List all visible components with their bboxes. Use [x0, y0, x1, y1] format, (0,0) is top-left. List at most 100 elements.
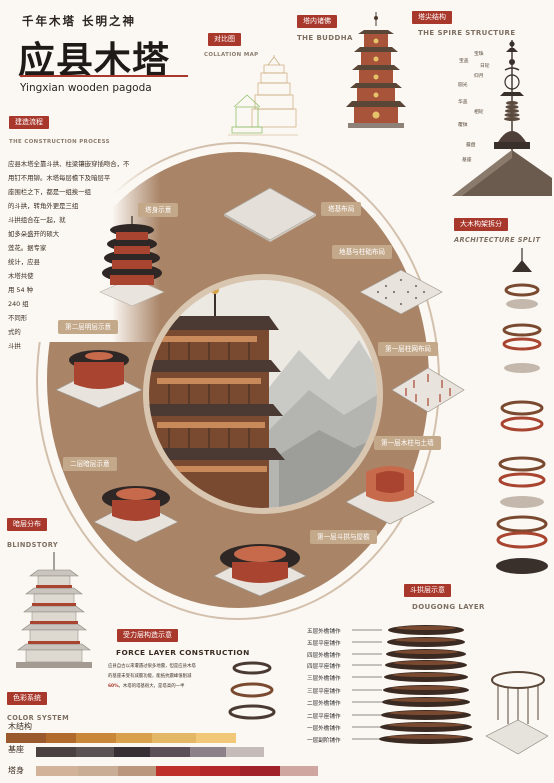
spire-label: 基座	[462, 158, 472, 163]
color-swatch	[116, 733, 152, 743]
force-text-1: 应县自古以来遭遇过很多地震，但是应县木塔	[108, 664, 196, 669]
model-second-light-layer	[55, 350, 143, 409]
process-line: 斗拱	[8, 342, 21, 350]
model-base-layout	[223, 187, 317, 242]
spire-label: 宝珠	[474, 52, 484, 57]
step-first-pillars-walls: 第一层木柱与土墙	[374, 436, 441, 450]
dougong-label: 五层平座铺作	[307, 641, 341, 647]
dougong-label: 三层平座铺作	[307, 689, 341, 695]
spire-label: 宝盖	[459, 59, 469, 64]
buddha-en: THE BUDDHA	[297, 34, 353, 42]
dougong-label: 四层外檐铺作	[307, 653, 341, 659]
process-line: 统计，应县	[8, 258, 40, 266]
color-swatch	[36, 766, 78, 776]
spire-tag: 塔尖结构	[412, 11, 452, 24]
spire-illustration	[452, 40, 552, 196]
process-line: 应县木塔全靠斗拱、柱梁镶嵌穿插吻合，不	[8, 160, 130, 168]
force-en: FORCE LAYER CONSTRUCTION	[116, 648, 250, 657]
color-row-label: 木结构	[8, 722, 32, 731]
color-swatch	[280, 766, 318, 776]
color-swatch	[76, 747, 114, 757]
process-line: 的斗拱，转角外更是三组	[8, 202, 79, 210]
model-first-column-grid	[391, 367, 465, 413]
buddha-pagoda-illustration	[346, 12, 406, 128]
dougong-stack-illustration	[352, 625, 548, 755]
process-line: 用钉不用铆。木塔每层檐下及暗层平	[8, 174, 111, 182]
process-line: 不同形	[8, 314, 28, 322]
buddha-tag: 塔内诸佛	[297, 15, 337, 28]
center-pagoda-circle	[143, 274, 383, 514]
color-swatch	[226, 747, 264, 757]
model-first-dougong-eaves	[213, 544, 307, 597]
process-line: 座围栏之下，都是一组挨一组	[8, 188, 92, 196]
force-text-3: 60%。木塔的塔基很大，是塔高的一半	[108, 683, 184, 689]
dougong-label: 一层外檐铺作	[307, 726, 341, 732]
step-base-layout: 塔基布局	[321, 202, 362, 216]
dougong-label: 一层副阶铺作	[307, 738, 341, 744]
color-row-label: 塔身	[8, 766, 24, 775]
architecture-split-illustration	[496, 248, 548, 574]
color-swatch	[196, 733, 236, 743]
model-tower-body	[99, 216, 165, 307]
dougong-label: 四层平座铺作	[307, 664, 341, 670]
collation-map-illustration	[228, 55, 298, 136]
color-swatch	[240, 766, 280, 776]
force-layer-illustration	[228, 661, 276, 720]
process-en: THE CONSTRUCTION PROCESS	[9, 139, 110, 145]
split-en: ARCHITECTURE SPLIT	[454, 236, 541, 244]
color-swatch	[36, 747, 76, 757]
color-swatch	[6, 733, 46, 743]
force-tag: 受力层构造示意	[117, 629, 178, 642]
spire-label: 仰月	[474, 74, 484, 79]
dougong-label: 三层外檐铺作	[307, 676, 341, 682]
process-line: 如多朵盛开的硕大	[8, 230, 60, 238]
dougong-label: 五层外檐铺作	[307, 629, 341, 635]
collation-en: COLLATION MAP	[204, 52, 259, 58]
title-underline	[20, 75, 188, 77]
color-swatch	[156, 766, 200, 776]
color-swatch	[150, 747, 190, 757]
process-line: 式的	[8, 328, 21, 336]
color-swatch	[152, 733, 196, 743]
process-line: 木塔共使	[8, 272, 34, 280]
dougong-tag: 斗拱层示意	[404, 584, 451, 597]
color-system-en: COLOR SYSTEM	[7, 714, 70, 722]
color-swatch	[200, 766, 240, 776]
spire-label: 华盖	[458, 100, 468, 105]
color-swatch-row-wood	[6, 733, 236, 743]
color-swatch-row-body	[36, 766, 318, 776]
model-second-dark-layer	[93, 486, 179, 543]
process-line: 240 组	[8, 300, 29, 308]
dougong-en: DOUGONG LAYER	[412, 603, 485, 611]
process-line: 用 54 种	[8, 286, 33, 294]
collation-tag: 对比图	[208, 33, 241, 46]
process-line: 斗拱组合在一起，就	[8, 216, 66, 224]
color-system-tag: 色彩系统	[7, 692, 47, 705]
blindstory-en: BLINDSTORY	[7, 541, 59, 549]
color-swatch	[118, 766, 156, 776]
step-tower-body: 塔身示意	[138, 203, 179, 217]
header-subtitle: 千年木塔 长明之神	[22, 14, 137, 28]
process-line: 莲花。据专家	[8, 244, 47, 252]
english-title: Yingxian wooden pagoda	[20, 82, 152, 94]
dougong-label: 二层外檐铺作	[307, 701, 341, 707]
color-swatch	[76, 733, 116, 743]
spire-label: 圆光	[458, 83, 468, 88]
step-first-column-grid: 第一层柱网布局	[378, 342, 439, 356]
spire-label: 日轮	[480, 64, 490, 69]
spire-label: 露盘	[466, 143, 476, 148]
step-first-dougong-eaves: 第一层斗拱与屋檐	[310, 530, 377, 544]
blindstory-tag: 暗层分布	[7, 518, 47, 531]
color-swatch	[114, 747, 150, 757]
model-first-pillars-walls	[345, 466, 435, 525]
split-tag: 大木构架拆分	[454, 218, 508, 231]
color-swatch	[78, 766, 118, 776]
step-second-light-layer: 第二层明层示意	[58, 320, 119, 334]
spire-label: 相轮	[474, 110, 484, 115]
color-swatch-row-base	[36, 747, 264, 757]
process-tag: 建造流程	[9, 116, 49, 129]
spire-label: 覆钵	[458, 123, 468, 128]
color-swatch	[46, 733, 76, 743]
force-percent: 60%	[108, 684, 119, 689]
color-swatch	[190, 747, 226, 757]
